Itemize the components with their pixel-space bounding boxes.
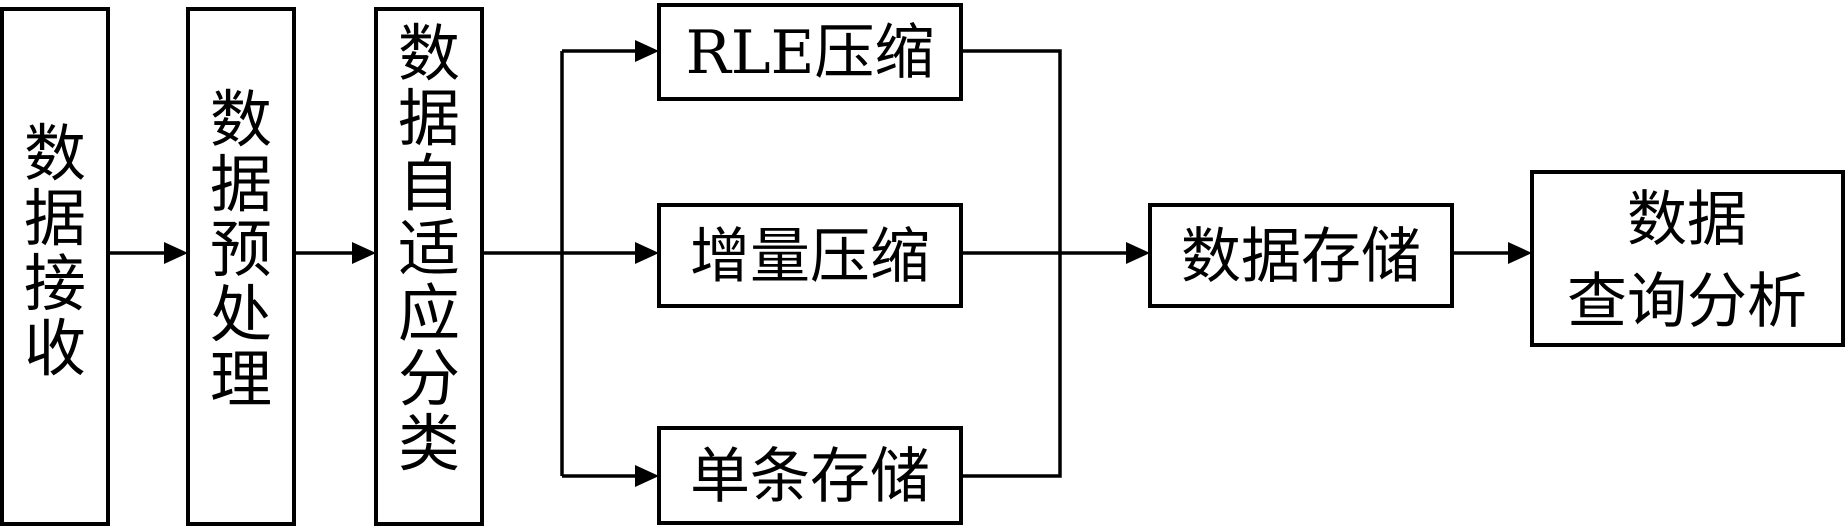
- box-single-storage: [657, 426, 963, 525]
- label-rle-compress: RLE压缩: [686, 18, 935, 88]
- arrowhead: [352, 242, 376, 264]
- label-char: 类: [398, 407, 460, 480]
- arrowhead: [635, 40, 659, 62]
- label-char: 理: [210, 343, 272, 416]
- label-char: 据: [398, 82, 460, 155]
- label-char: 适: [398, 212, 460, 285]
- box-incremental-compress: [657, 203, 963, 308]
- box-data-receive: [0, 7, 110, 526]
- arrowhead: [635, 242, 659, 264]
- box-data-preprocess: [186, 7, 296, 526]
- label-char: 分: [398, 342, 460, 415]
- label-single-storage: 单条存储: [690, 442, 930, 512]
- label-char: 数: [398, 17, 460, 90]
- label-char: 据: [24, 182, 86, 255]
- label-char: 据: [210, 148, 272, 221]
- label-data-receive: 数 据 接 收: [24, 117, 86, 385]
- label-incremental-compress: 增量压缩: [690, 222, 930, 292]
- label-query-line2: 查询分析: [1567, 267, 1807, 337]
- connector-merge-trunk: [961, 49, 1062, 478]
- box-adaptive-classify: [374, 7, 484, 526]
- arrowhead: [1508, 242, 1532, 264]
- label-char: 收: [24, 312, 86, 385]
- arrowhead: [635, 465, 659, 487]
- label-data-storage: 数据存储: [1181, 222, 1421, 292]
- arrowhead: [164, 242, 188, 264]
- label-char: 数: [24, 117, 86, 190]
- label-char: 接: [24, 247, 86, 320]
- label-char: 预: [210, 213, 272, 286]
- label-adaptive-classify: 数 据 自 适 应 分 类: [398, 17, 460, 480]
- label-char: 数: [210, 83, 272, 156]
- label-char: 处: [210, 278, 272, 351]
- label-data-preprocess: 数 据 预 处 理: [210, 83, 272, 416]
- label-char: 应: [398, 277, 460, 350]
- box-query-analysis: [1530, 170, 1845, 347]
- arrowhead: [1126, 242, 1150, 264]
- label-query-line1: 数据: [1627, 185, 1747, 255]
- label-char: 自: [398, 147, 460, 220]
- box-data-storage: [1148, 203, 1454, 308]
